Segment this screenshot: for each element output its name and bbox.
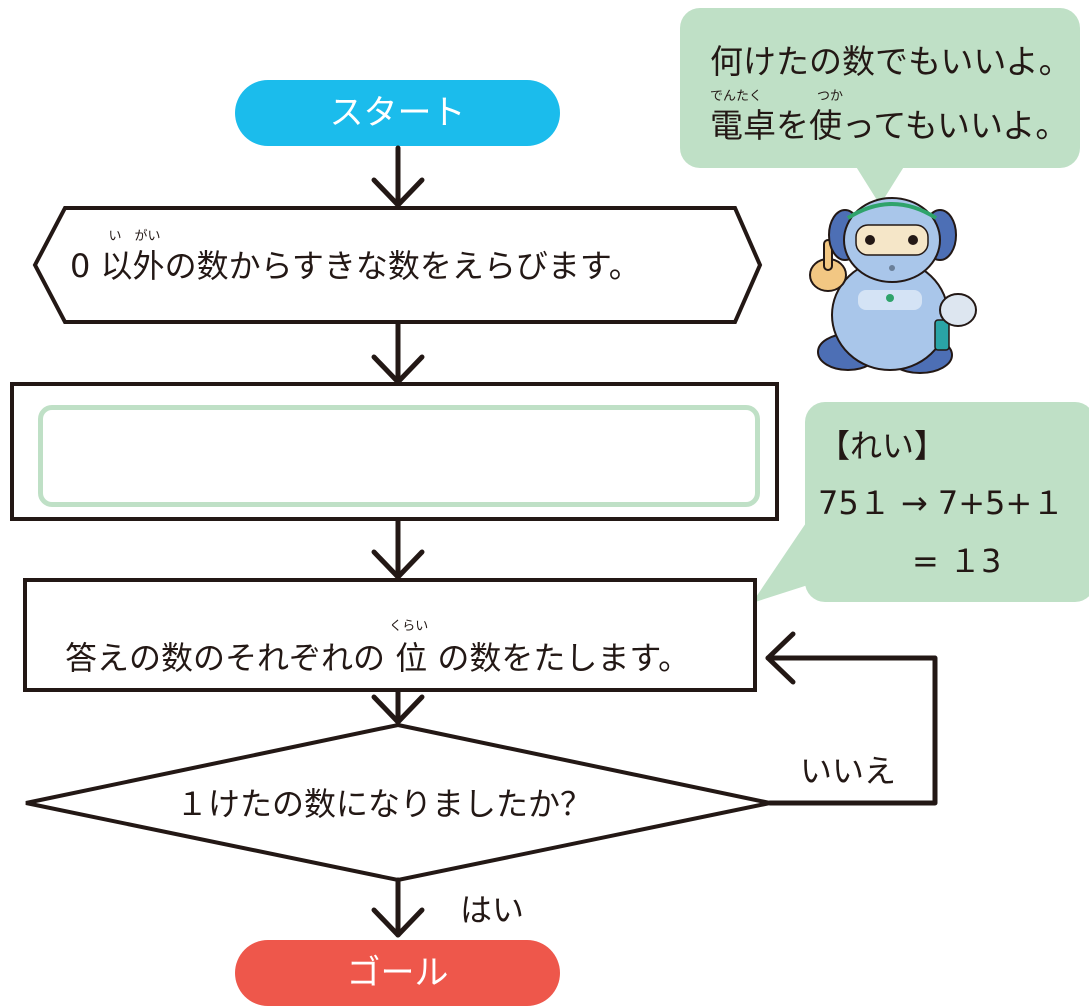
example-heading: 【れい】: [818, 427, 947, 465]
no-label: いいえ: [800, 752, 897, 790]
ruby-i: い: [108, 229, 122, 244]
yes-label: はい: [460, 891, 525, 929]
loop-back-arrow: [765, 631, 938, 806]
goal-label: ゴール: [346, 953, 449, 993]
robot-bubble-line2: でんたく電卓をつか使ってもいいよ。: [710, 89, 1068, 148]
process-input-field[interactable]: [38, 405, 760, 507]
arrow-start-to-choose: [371, 145, 425, 208]
robot-bubble-line1: 何けたの数でもいいよ。: [710, 42, 1072, 81]
start-label: スタート: [329, 93, 466, 133]
choose-number-text: 0 い以がい外 の数からすきな数をえらびます。: [70, 229, 641, 288]
ruby-kanji-gai: がい外: [132, 229, 165, 286]
arrow-process-to-sum: [371, 517, 425, 580]
robot-speech-bubble: [680, 8, 1080, 205]
ruby-kurai: くらい: [389, 619, 429, 634]
ruby-word-kurai: くらい位: [389, 619, 429, 678]
arrow-choose-to-process: [371, 320, 425, 385]
start-terminal: [235, 80, 560, 146]
ruby-gai: がい: [134, 229, 161, 244]
ruby-word-tsuka: つか使: [809, 89, 844, 146]
arrow-sum-to-decision: [371, 689, 425, 725]
ruby-word-igai: い以がい外: [100, 229, 165, 288]
example-line2: = １3: [912, 542, 1002, 580]
ruby-tsuka: つか: [817, 89, 844, 104]
goal-terminal: [235, 940, 560, 1006]
sum-digits-step: [23, 578, 757, 692]
ruby-word-dentaku: でんたく電卓: [710, 89, 776, 146]
decision-question: １けたの数になりましたか？: [176, 785, 593, 823]
example-speech-bubble: [752, 402, 1089, 603]
ruby-kanji-i: い以: [100, 229, 133, 286]
arrow-decision-to-goal: [371, 877, 425, 938]
sum-digits-text: 答えの数のそれぞれの くらい位 の数をたします。: [65, 619, 690, 680]
choose-number-rest: の数からすきな数をえらびます。: [164, 247, 641, 285]
ruby-dentaku: でんたく: [710, 89, 763, 104]
example-line1: 75１ → 7+5+１: [818, 484, 1065, 522]
robot-mascot-icon: [809, 197, 977, 374]
zero-digit: 0: [70, 247, 91, 285]
choose-number-step: [32, 206, 763, 324]
